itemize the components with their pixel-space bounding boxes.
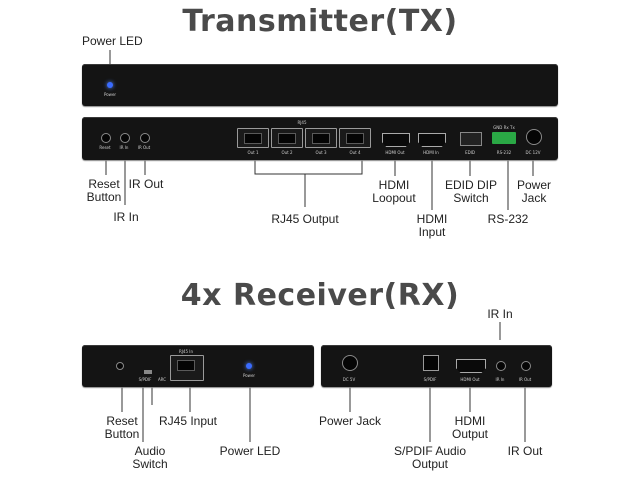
callout-rx-ir-out: IR Out: [507, 444, 543, 458]
rx-reset-button: [116, 362, 124, 370]
rx-audio-switch: [144, 370, 152, 374]
rj45-port-3-text: Out 3: [315, 150, 327, 155]
rx-power-text: Power: [242, 373, 256, 378]
callout-tx-ir-in: IR In: [113, 210, 139, 224]
rx-spdif-text: S/PDIF: [423, 377, 437, 382]
callout-rx-audio-switch-line2: Switch: [132, 457, 168, 471]
rx-front-panel: S/PDIF ARC RJ45 In Power: [82, 345, 314, 387]
tx-ir-out-text: IR Out: [137, 145, 151, 150]
callout-rx-rj45-input: RJ45 Input: [158, 414, 218, 428]
callout-tx-power-led: Power LED: [82, 34, 143, 48]
tx-dc-text: DC 12V: [525, 150, 541, 155]
callout-tx-power-jack-line1: Power: [516, 178, 552, 192]
tx-rs232-text: RS-232: [496, 150, 512, 155]
rx-rj45-in-text: RJ45 In: [178, 349, 194, 354]
callout-tx-hdmi-loopout-line2: Loopout: [372, 191, 416, 205]
tx-ir-in-jack: [120, 133, 130, 143]
tx-rj45-header-text: RJ45: [297, 120, 307, 125]
callout-tx-hdmi-input-line2: Input: [418, 225, 446, 239]
rx-hdmi-out-port: [456, 359, 486, 373]
rx-rj45-port: [170, 355, 204, 381]
tx-hdmi-in-port: [418, 133, 446, 147]
callout-tx-power-jack-line2: Jack: [521, 191, 547, 205]
callout-tx-rj45-output: RJ45 Output: [271, 212, 339, 226]
callout-rx-spdif-line2: Output: [411, 457, 449, 471]
callout-rx-spdif-line1: S/PDIF Audio: [393, 444, 467, 458]
tx-dc-jack: [526, 129, 542, 145]
rj45-port-2: [271, 128, 303, 148]
tx-edid-text: EDID: [465, 150, 475, 155]
rj45-port-1: [237, 128, 269, 148]
callout-tx-rs232: RS-232: [487, 212, 529, 226]
rs232-terminal: [492, 132, 516, 144]
callout-rx-audio-switch-line1: Audio: [134, 444, 166, 458]
rx-back-panel: DC 5V S/PDIF HDMI Out IR In IR Out: [321, 345, 552, 387]
tx-back-panel: Reset IR In IR Out RJ45 Out 1 Out 2 Out …: [82, 117, 558, 160]
rx-ir-out-jack: [521, 361, 531, 371]
rj45-port-2-text: Out 2: [281, 150, 293, 155]
callout-tx-hdmi-input-line1: HDMI: [416, 212, 448, 226]
rx-power-led: [246, 363, 252, 369]
callout-tx-reset-line2: Button: [86, 190, 122, 204]
callout-rx-hdmi-output-line2: Output: [451, 427, 489, 441]
rx-spdif-port: [423, 355, 439, 371]
callout-rx-reset-line1: Reset: [106, 414, 138, 428]
rx-dc-jack: [342, 355, 358, 371]
callout-tx-reset-line1: Reset: [88, 177, 120, 191]
rx-hdmi-out-text: HDMI Out: [460, 377, 480, 382]
rs232-pin-text: GND Rx Tx: [493, 125, 515, 130]
callout-tx-hdmi-loopout-line1: HDMI: [378, 178, 410, 192]
rx-dc-text: DC 5V: [342, 377, 356, 382]
transmitter-title: Transmitter(TX): [182, 4, 458, 39]
callout-rx-power-led: Power LED: [219, 444, 281, 458]
callout-rx-reset-line2: Button: [104, 427, 140, 441]
callout-rx-ir-in: IR In: [487, 307, 513, 321]
rj45-port-3: [305, 128, 337, 148]
tx-ir-in-text: IR In: [119, 145, 129, 150]
edid-dip-switch: [460, 132, 482, 146]
rx-arc-text: ARC: [157, 377, 167, 382]
callout-rx-hdmi-output-line1: HDMI: [454, 414, 486, 428]
rj45-port-1-text: Out 1: [247, 150, 259, 155]
tx-ir-out-jack: [140, 133, 150, 143]
rx-ir-in-jack: [496, 361, 506, 371]
callout-tx-ir-out: IR Out: [128, 177, 164, 191]
tx-front-panel: Power: [82, 64, 558, 106]
callout-tx-edid-line2: Switch: [453, 191, 489, 205]
tx-hdmi-out-port: [382, 133, 410, 147]
tx-hdmi-out-text: HDMI Out: [385, 150, 405, 155]
tx-reset-button: [101, 133, 111, 143]
tx-hdmi-in-text: HDMI In: [423, 150, 439, 155]
rj45-port-4: [339, 128, 371, 148]
callout-rx-power-jack: Power Jack: [318, 414, 382, 428]
tx-front-power-text: Power: [103, 92, 117, 97]
rx-ir-in-text: IR In: [495, 377, 505, 382]
callout-tx-edid-line1: EDID DIP: [444, 178, 498, 192]
rx-ir-out-text: IR Out: [518, 377, 532, 382]
tx-power-led: [107, 82, 113, 88]
rx-spdif-switch-text: S/PDIF: [138, 377, 152, 382]
tx-reset-text: Reset: [99, 145, 111, 150]
receiver-title: 4x Receiver(RX): [180, 278, 460, 313]
rj45-port-4-text: Out 4: [349, 150, 361, 155]
